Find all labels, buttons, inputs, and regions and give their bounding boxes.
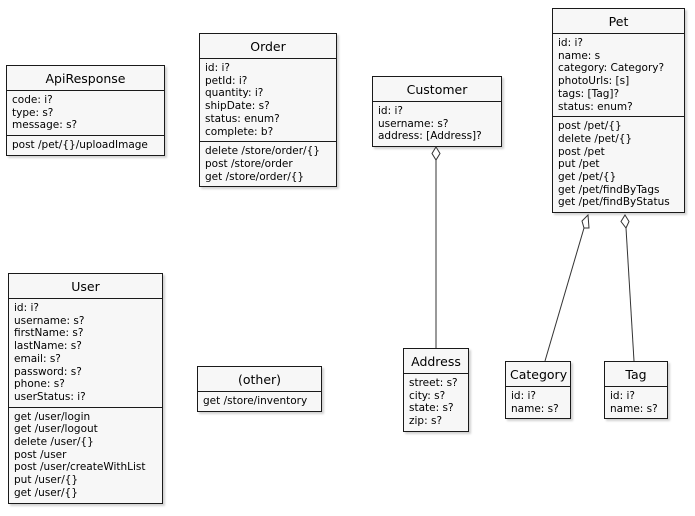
field: complete: b? (205, 125, 274, 138)
method: post /user/createWithList (14, 461, 146, 474)
method: post /pet (558, 145, 605, 158)
fields-section: code: i? type: s? message: s? (7, 91, 164, 135)
field: id: i? (14, 302, 39, 314)
field: status: enum? (205, 112, 280, 125)
field: shipDate: s? (205, 100, 270, 113)
field: userStatus: i? (14, 390, 86, 403)
field: password: s? (14, 365, 82, 378)
class-user: User id: i? username: s? firstName: s? l… (8, 273, 163, 504)
field: id: i? (205, 62, 230, 74)
method: get /user/logout (14, 423, 98, 436)
field: username: s? (14, 314, 85, 327)
methods-section: get /store/inventory (198, 392, 321, 411)
aggregation-diamond-icon (620, 214, 630, 229)
method: post /user (14, 448, 67, 461)
class-address: Address street: s? city: s? state: s? zi… (403, 348, 469, 432)
fields-section: id: i? name: s? (506, 387, 570, 418)
method: post /pet/{} (558, 120, 622, 133)
field: state: s? (409, 402, 454, 415)
field: city: s? (409, 389, 446, 402)
method: delete /pet/{} (558, 132, 633, 145)
fields-section: id: i? name: s? (605, 387, 667, 418)
field: name: s? (511, 402, 559, 415)
field: photoUrls: [s] (558, 75, 630, 88)
field: status: enum? (558, 100, 633, 113)
field: username: s? (378, 117, 449, 130)
class-order: Order id: i? petId: i? quantity: i? ship… (199, 33, 337, 188)
methods-section: delete /store/order/{} post /store/order… (200, 141, 336, 186)
class-title: Address (404, 349, 468, 374)
field: type: s? (12, 106, 54, 119)
class-title: Customer (373, 77, 501, 102)
methods-section: post /pet/{} delete /pet/{} post /pet pu… (553, 116, 684, 212)
class-category: Category id: i? name: s? (505, 361, 571, 420)
methods-section: post /pet/{}/uploadImage (7, 135, 164, 155)
class-title: Pet (553, 9, 684, 34)
field: email: s? (14, 352, 61, 365)
field: lastName: s? (14, 340, 82, 353)
field: phone: s? (14, 378, 65, 391)
class-other: (other) get /store/inventory (197, 366, 322, 412)
field: id: i? (558, 37, 583, 49)
field: tags: [Tag]? (558, 87, 620, 100)
field: message: s? (12, 119, 78, 132)
field: quantity: i? (205, 87, 264, 100)
class-title: Tag (605, 362, 667, 387)
method: put /user/{} (14, 474, 79, 487)
field: zip: s? (409, 415, 443, 428)
fields-section: id: i? petId: i? quantity: i? shipDate: … (200, 59, 336, 141)
field: address: [Address]? (378, 130, 482, 143)
field: id: i? (610, 390, 635, 402)
class-title: Category (506, 362, 570, 387)
method: get /pet/{} (558, 171, 617, 184)
class-title: User (9, 274, 162, 299)
method: post /pet/{}/uploadImage (12, 139, 148, 152)
method: get /pet/findByStatus (558, 196, 670, 209)
method: post /store/order (205, 157, 293, 170)
field: id: i? (511, 390, 536, 402)
class-apiresponse: ApiResponse code: i? type: s? message: s… (6, 65, 165, 156)
class-tag: Tag id: i? name: s? (604, 361, 668, 420)
method: get /store/order/{} (205, 170, 305, 183)
class-title: ApiResponse (7, 66, 164, 91)
class-title: Order (200, 34, 336, 59)
method: get /user/login (14, 410, 91, 423)
fields-section: id: i? username: s? address: [Address]? (373, 102, 501, 146)
aggregation-diamond-icon (581, 213, 590, 229)
field: category: Category? (558, 62, 665, 75)
methods-section: get /user/login get /user/logout delete … (9, 406, 162, 503)
field: street: s? (409, 377, 458, 389)
aggregation-diamond-icon (431, 146, 441, 161)
fields-section: street: s? city: s? state: s? zip: s? (404, 374, 468, 431)
field: firstName: s? (14, 327, 84, 340)
fields-section: id: i? name: s category: Category? photo… (553, 34, 684, 116)
method: delete /store/order/{} (205, 145, 320, 158)
field: name: s? (610, 402, 658, 415)
method: put /pet (558, 158, 600, 171)
method: get /user/{} (14, 486, 78, 499)
method: get /store/inventory (203, 395, 308, 407)
field: petId: i? (205, 74, 248, 87)
method: get /pet/findByTags (558, 183, 660, 196)
class-customer: Customer id: i? username: s? address: [A… (372, 76, 502, 148)
fields-section: id: i? username: s? firstName: s? lastNa… (9, 299, 162, 407)
field: code: i? (12, 94, 53, 106)
edge-pet-tag (625, 227, 635, 362)
field: id: i? (378, 105, 403, 117)
edge-pet-category (544, 227, 585, 362)
class-title: (other) (198, 367, 321, 392)
class-pet: Pet id: i? name: s category: Category? p… (552, 8, 685, 214)
method: delete /user/{} (14, 436, 94, 449)
field: name: s (558, 49, 601, 62)
